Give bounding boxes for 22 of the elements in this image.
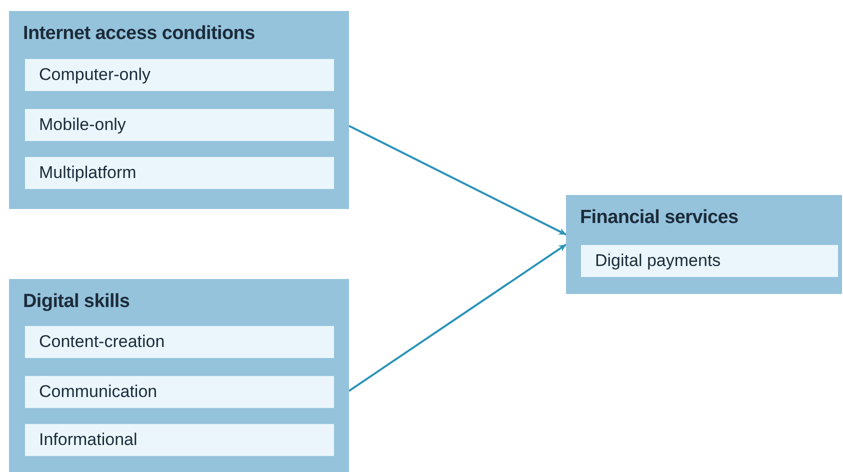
group-heading: Financial services bbox=[580, 207, 738, 229]
group-box bbox=[9, 279, 349, 472]
item-box bbox=[25, 157, 334, 189]
group-heading: Digital skills bbox=[23, 291, 130, 313]
group-heading: Internet access conditions bbox=[23, 23, 255, 45]
group-box bbox=[9, 11, 349, 209]
item-label: Multiplatform bbox=[39, 163, 136, 183]
item-box bbox=[581, 245, 838, 277]
item-label: Communication bbox=[39, 382, 158, 402]
item-box bbox=[25, 424, 334, 456]
item-box bbox=[25, 376, 334, 408]
item-box bbox=[25, 59, 334, 91]
item-label: Content-creation bbox=[39, 332, 165, 352]
arrow bbox=[348, 244, 567, 392]
group-box bbox=[566, 195, 842, 294]
item-box bbox=[25, 326, 334, 358]
item-label: Digital payments bbox=[595, 251, 721, 271]
item-box bbox=[25, 109, 334, 141]
arrow bbox=[348, 124, 566, 236]
item-label: Informational bbox=[39, 430, 138, 450]
item-label: Computer-only bbox=[39, 65, 150, 85]
item-label: Mobile-only bbox=[39, 115, 126, 135]
